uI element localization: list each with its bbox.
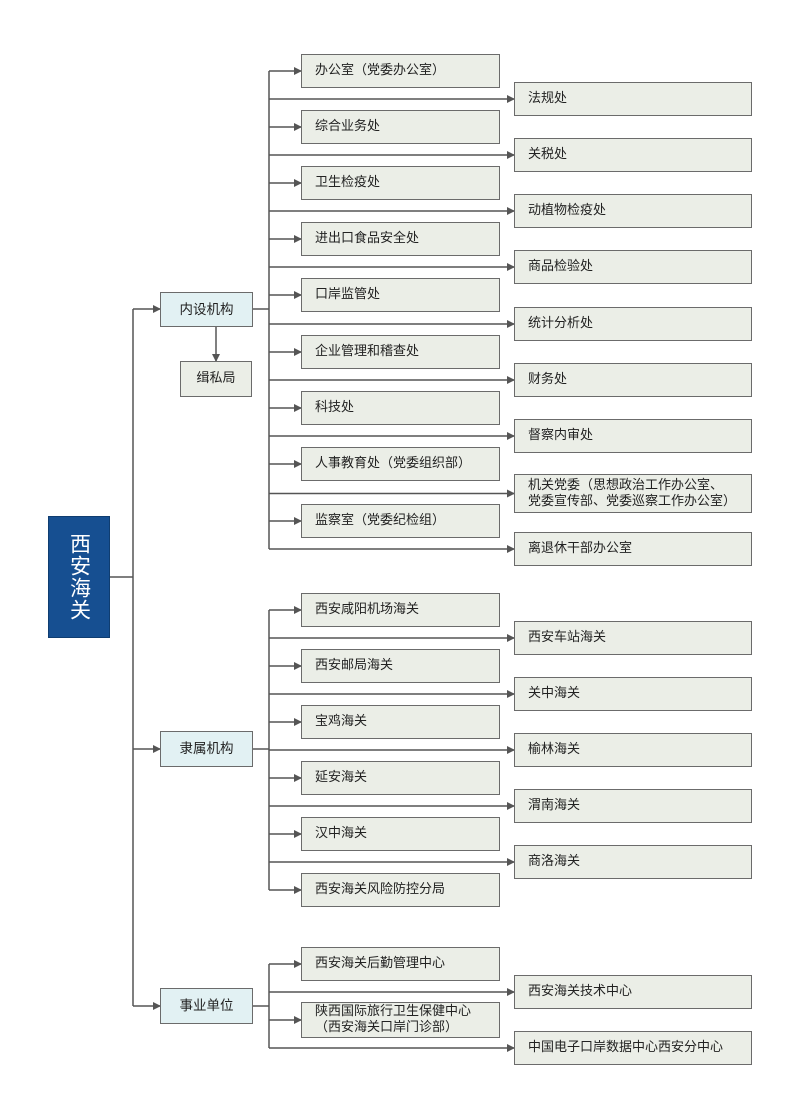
unit-box: 渭南海关 (514, 789, 752, 823)
root-node: 西安海关 (48, 516, 110, 638)
unit-box: 陕西国际旅行卫生保健中心（西安海关口岸门诊部） (301, 1002, 500, 1038)
unit-box: 监察室（党委纪检组） (301, 504, 500, 538)
unit-box: 西安邮局海关 (301, 649, 500, 683)
box-text-line: 陕西国际旅行卫生保健中心 (315, 1004, 472, 1019)
unit-box: 法规处 (514, 82, 752, 116)
unit-box: 财务处 (514, 363, 752, 397)
unit-box: 卫生检疫处 (301, 166, 500, 200)
unit-box: 关税处 (514, 138, 752, 172)
unit-box: 西安车站海关 (514, 621, 752, 655)
unit-box: 动植物检疫处 (514, 194, 752, 228)
unit-box: 中国电子口岸数据中心西安分中心 (514, 1031, 752, 1065)
unit-box: 科技处 (301, 391, 500, 425)
unit-box: 汉中海关 (301, 817, 500, 851)
box-text-line: 机关党委（思想政治工作办公室、 (528, 477, 724, 493)
unit-box: 延安海关 (301, 761, 500, 795)
unit-box: 机关党委（思想政治工作办公室、党委宣传部、党委巡察工作办公室） (514, 474, 752, 513)
unit-box: 商品检验处 (514, 250, 752, 284)
unit-box: 宝鸡海关 (301, 705, 500, 739)
unit-box: 西安海关后勤管理中心 (301, 947, 500, 981)
anti-smuggling-bureau: 缉私局 (180, 361, 252, 397)
unit-box: 商洛海关 (514, 845, 752, 879)
unit-box: 统计分析处 (514, 307, 752, 341)
box-text-line: （西安海关口岸门诊部） (315, 1020, 459, 1035)
unit-box: 综合业务处 (301, 110, 500, 144)
unit-box: 口岸监管处 (301, 278, 500, 312)
category-institutions: 事业单位 (160, 988, 253, 1024)
unit-box: 西安咸阳机场海关 (301, 593, 500, 627)
unit-box: 企业管理和稽查处 (301, 335, 500, 369)
unit-box: 督察内审处 (514, 419, 752, 453)
unit-box: 人事教育处（党委组织部） (301, 447, 500, 481)
category-internal: 内设机构 (160, 292, 253, 327)
box-text-line: 党委宣传部、党委巡察工作办公室） (528, 493, 737, 509)
unit-box: 离退休干部办公室 (514, 532, 752, 566)
unit-box: 进出口食品安全处 (301, 222, 500, 256)
unit-box: 西安海关技术中心 (514, 975, 752, 1009)
unit-box: 西安海关风险防控分局 (301, 873, 500, 907)
unit-box: 榆林海关 (514, 733, 752, 767)
unit-box: 办公室（党委办公室） (301, 54, 500, 88)
unit-box: 关中海关 (514, 677, 752, 711)
category-affiliated: 隶属机构 (160, 731, 253, 767)
